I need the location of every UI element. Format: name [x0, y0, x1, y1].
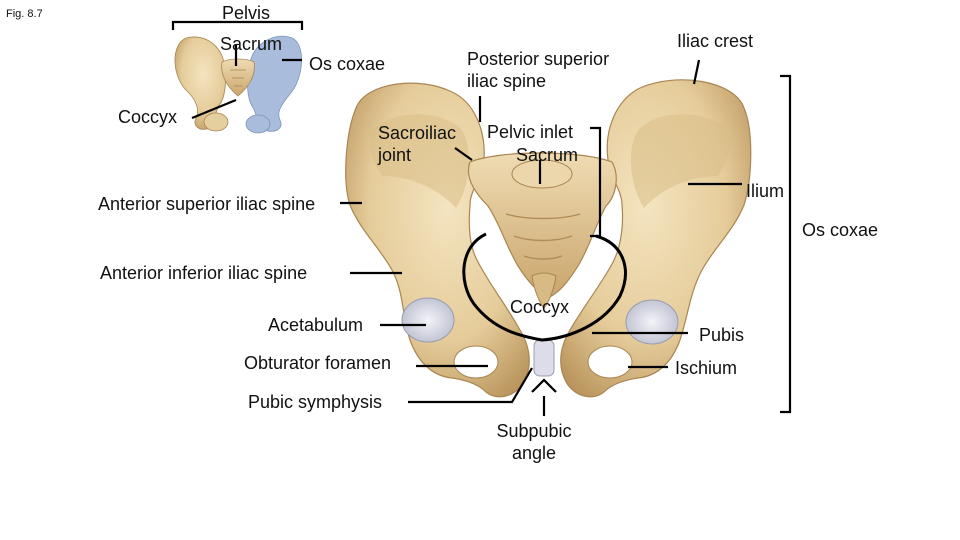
label-coccyx: Coccyx — [510, 297, 570, 317]
inset-label-pelvis: Pelvis — [222, 3, 271, 23]
inset-label-coccyx: Coccyx — [118, 107, 178, 127]
label-anterior-superior-iliac-spine: Anterior superior iliac spine — [98, 194, 316, 214]
label-subpubic-angle: Subpubic angle — [496, 421, 572, 463]
label-acetabulum: Acetabulum — [268, 315, 364, 335]
label-anterior-inferior-iliac-spine: Anterior inferior iliac spine — [100, 263, 308, 283]
label-iliac-crest: Iliac crest — [677, 31, 754, 51]
pelvic-inlet-outline — [462, 232, 627, 342]
label-sacrum: Sacrum — [516, 145, 579, 165]
label-sacroiliac-joint: Sacroiliac joint — [378, 123, 457, 165]
inset-label-sacrum: Sacrum — [220, 34, 283, 54]
inset-label-os-coxae: Os coxae — [309, 54, 386, 74]
label-ischium: Ischium — [675, 358, 738, 378]
label-pelvic-inlet: Pelvic inlet — [487, 122, 574, 142]
label-obturator-foramen: Obturator foramen — [244, 353, 392, 373]
main-pelvis-artwork — [345, 79, 752, 398]
figure-number: Fig. 8.7 — [6, 8, 43, 20]
label-pubic-symphysis: Pubic symphysis — [248, 392, 383, 412]
label-posterior-superior-iliac-spine: Posterior superior iliac spine — [467, 49, 610, 91]
leader-lines — [171, 20, 792, 416]
label-pubis: Pubis — [699, 325, 745, 345]
label-os-coxae: Os coxae — [802, 220, 879, 240]
label-ilium: Ilium — [746, 181, 785, 201]
